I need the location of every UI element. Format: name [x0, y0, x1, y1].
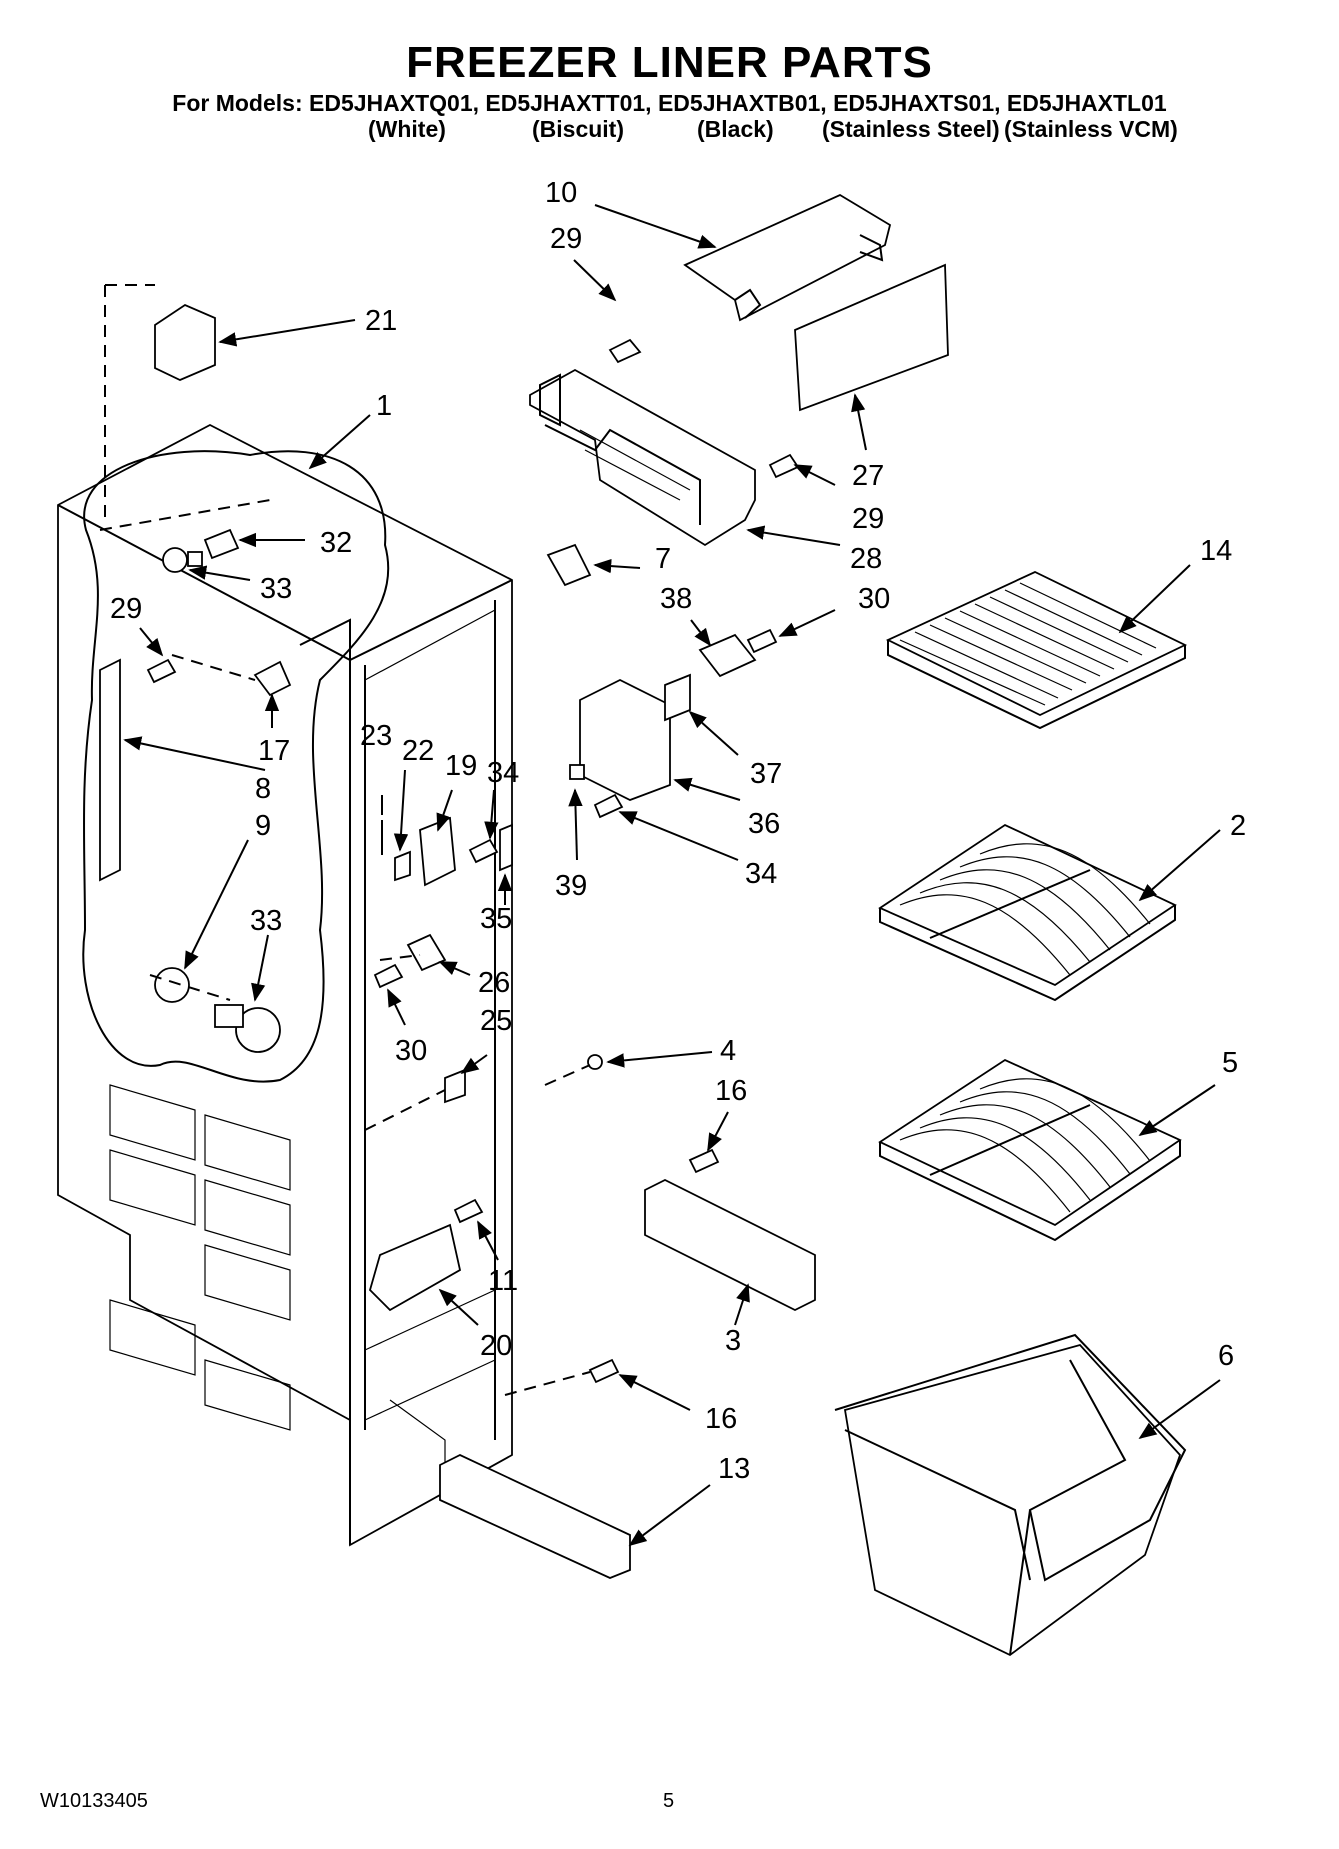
control-housing [529, 368, 756, 547]
callout-39: 39 [555, 870, 587, 902]
light-strip-8 [99, 658, 121, 882]
cover-20 [368, 1223, 462, 1312]
callout-34: 34 [487, 757, 519, 789]
callout-16: 16 [715, 1075, 747, 1107]
board-26 [406, 933, 447, 972]
callout-19: 19 [445, 750, 477, 782]
callout-16: 16 [705, 1403, 737, 1435]
callout-2: 2 [1230, 810, 1246, 842]
callout-37: 37 [750, 758, 782, 790]
light-bulb-33-top [162, 547, 203, 573]
callout-1: 1 [376, 390, 392, 422]
callout-5: 5 [1222, 1047, 1238, 1079]
control-36 [579, 678, 671, 801]
screw-11 [453, 1198, 484, 1224]
callout-30: 30 [858, 583, 890, 615]
callout-14: 14 [1200, 535, 1232, 567]
variant-biscuit: (Biscuit) [532, 116, 624, 142]
callout-10: 10 [545, 177, 577, 209]
board-38 [698, 633, 757, 678]
screw-30-upper [746, 628, 778, 654]
callout-27: 27 [852, 460, 884, 492]
callout-9: 9 [255, 810, 271, 842]
screw-29-upper [608, 338, 642, 364]
bracket-13 [439, 1453, 631, 1579]
models-line: For Models: ED5JHAXTQ01, ED5JHAXTT01, ED… [172, 90, 1167, 116]
doc-number: W10133405 [40, 1790, 148, 1812]
assembly-line [99, 499, 271, 531]
bracket-37 [664, 673, 691, 722]
pin-39 [569, 764, 585, 780]
callout-30: 30 [395, 1035, 427, 1067]
clip-17 [253, 660, 292, 697]
assembly-line [504, 1371, 591, 1396]
callout-33: 33 [250, 905, 282, 937]
variant-stainless-steel: (Stainless Steel) [822, 116, 1000, 142]
control-panel-27 [794, 263, 949, 412]
assembly-line [364, 1089, 446, 1131]
clip-35 [499, 823, 513, 872]
callout-33: 33 [260, 573, 292, 605]
shelf-2 [878, 823, 1177, 1002]
callout-8: 8 [255, 773, 271, 805]
callout-28: 28 [850, 543, 882, 575]
callout-26: 26 [478, 967, 510, 999]
callout-32: 32 [320, 527, 352, 559]
callout-7: 7 [655, 543, 671, 575]
screw-16-lower [588, 1358, 620, 1384]
callout-3: 3 [725, 1325, 741, 1357]
page-title: FREEZER LINER PARTS [406, 38, 933, 87]
screw-16-upper [688, 1148, 720, 1174]
callout-36: 36 [748, 808, 780, 840]
callout-35: 35 [480, 903, 512, 935]
control-cover [683, 193, 892, 322]
variant-white: (White) [368, 116, 446, 142]
callout-29: 29 [550, 223, 582, 255]
bracket-21 [154, 303, 216, 381]
assembly-line [544, 1064, 591, 1086]
callout-21: 21 [365, 305, 397, 337]
light-socket-9 [154, 967, 190, 1003]
shelf-5 [878, 1058, 1182, 1242]
callout-23: 23 [360, 720, 392, 752]
callout-20: 20 [480, 1330, 512, 1362]
assembly-line [379, 954, 421, 961]
callout-11: 11 [488, 1265, 518, 1297]
callout-4: 4 [720, 1035, 736, 1067]
callout-labels: 10 29 21 1 27 29 28 32 33 7 38 30 29 14 … [110, 177, 1246, 1485]
assembly-line [171, 654, 256, 681]
callout-6: 6 [1218, 1340, 1234, 1372]
screw-34-lower [593, 793, 624, 819]
screw-29-left [146, 658, 177, 684]
leader-arrows [123, 204, 1221, 1547]
light-socket-32 [203, 528, 240, 560]
screw-34-upper [468, 838, 499, 864]
callout-22: 22 [402, 735, 434, 767]
callout-34: 34 [745, 858, 777, 890]
callout-29: 29 [110, 593, 142, 625]
page-number: 5 [663, 1790, 675, 1812]
variant-black: (Black) [697, 116, 774, 142]
cap-7 [546, 543, 592, 587]
variant-stainless-vcm: (Stainless VCM) [1004, 116, 1178, 142]
screw-29-right [768, 453, 800, 479]
freezer-bin [834, 1333, 1187, 1657]
plug-4 [587, 1054, 603, 1070]
switch-25 [444, 1068, 466, 1104]
clip-22 [394, 850, 411, 882]
screw-30-lower [373, 963, 404, 989]
callout-17: 17 [258, 735, 290, 767]
light-bulb-33-bottom [214, 1004, 281, 1053]
assembly-line [149, 974, 231, 1001]
callout-13: 13 [718, 1453, 750, 1485]
callout-38: 38 [660, 583, 692, 615]
callout-25: 25 [480, 1005, 512, 1037]
shelf-14 [885, 571, 1188, 730]
bracket-3 [644, 1178, 816, 1312]
callout-29: 29 [852, 503, 884, 535]
